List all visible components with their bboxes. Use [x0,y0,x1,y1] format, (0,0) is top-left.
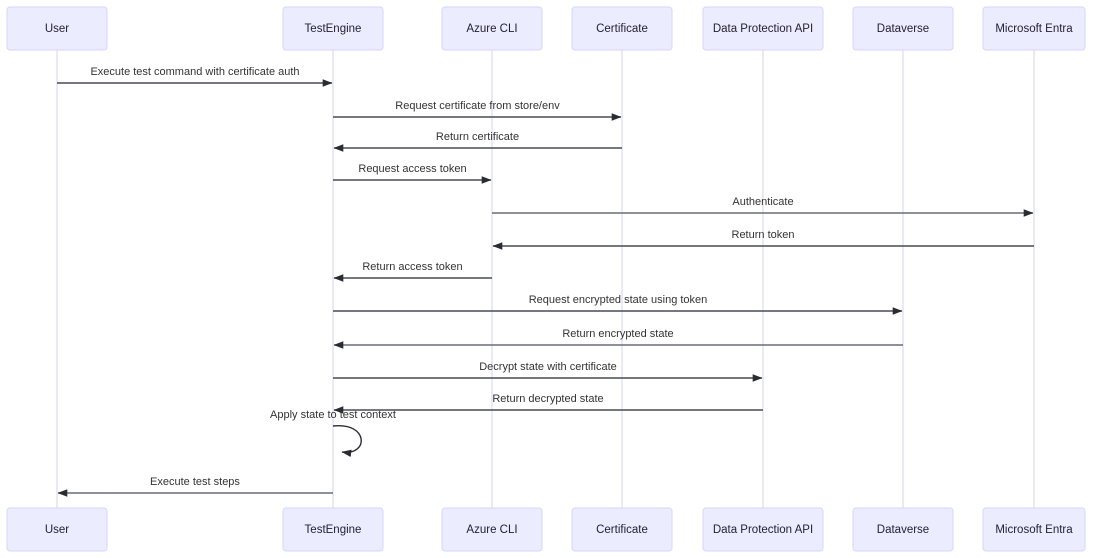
message-6: Return token [492,229,1034,250]
actor-box-testengine-top[interactable] [282,6,384,51]
actor-label-testengine-top: TestEngine [305,23,362,35]
message-3: Return certificate [333,131,622,152]
message-13: Execute test steps [57,476,333,497]
actor-label-entra-bottom: Microsoft Entra [995,524,1073,536]
actors-bottom-group: User TestEngine Azure CLI Certificate Data P… [6,507,1086,552]
actor-label-entra-top: Microsoft Entra [995,23,1073,35]
message-label-6: Return token [732,229,795,241]
message-2: Request certificate from store/env [333,100,622,121]
actor-box-certificate-bottom[interactable] [571,507,673,552]
actor-label-azurecli-top: Azure CLI [466,23,517,35]
actor-label-certificate-bottom: Certificate [596,524,648,536]
actor-label-user-bottom: User [45,524,69,536]
actor-box-dataprotection-bottom[interactable] [702,507,824,552]
message-4: Request access token [333,163,492,184]
actor-label-user-top: User [45,23,69,35]
message-label-13: Execute test steps [150,476,240,488]
message-label-8: Request encrypted state using token [529,294,708,306]
actor-label-azurecli-bottom: Azure CLI [466,524,517,536]
message-label-7: Return access token [362,261,462,273]
lifelines-group [56,50,1035,508]
message-12: Apply state to test context [270,409,396,458]
actor-label-certificate-top: Certificate [596,23,648,35]
actor-box-user-top[interactable] [6,6,108,51]
actor-box-entra-bottom[interactable] [982,507,1086,552]
message-7: Return access token [333,261,492,282]
actor-box-azurecli-bottom[interactable] [441,507,543,552]
message-label-2: Request certificate from store/env [395,100,560,112]
actor-box-dataverse-top[interactable] [852,6,954,51]
message-5: Authenticate [492,196,1034,217]
actor-box-dataverse-bottom[interactable] [852,507,954,552]
message-label-4: Request access token [358,163,466,175]
message-label-5: Authenticate [732,196,793,208]
actor-label-dataprotection-bottom: Data Protection API [713,524,813,536]
message-label-3: Return certificate [436,131,519,143]
message-11: Return decrypted state [333,393,763,414]
message-arrow-12 [332,425,362,458]
message-8: Request encrypted state using token [333,294,903,315]
message-label-9: Return encrypted state [562,328,673,340]
actor-box-certificate-top[interactable] [571,6,673,51]
messages-group: Execute test command with certificate au… [57,66,1034,497]
actor-box-entra-top[interactable] [982,6,1086,51]
actor-label-dataprotection-top: Data Protection API [713,23,813,35]
message-10: Decrypt state with certificate [333,361,763,382]
actor-box-testengine-bottom[interactable] [282,507,384,552]
actors-top-group: User TestEngine Azure CLI Certificate Data P… [6,6,1086,51]
message-label-10: Decrypt state with certificate [479,361,617,373]
message-label-1: Execute test command with certificate au… [90,66,299,78]
actor-box-user-bottom[interactable] [6,507,108,552]
message-label-12: Apply state to test context [270,409,396,421]
message-label-11: Return decrypted state [492,393,603,405]
actor-label-testengine-bottom: TestEngine [305,524,362,536]
actor-box-dataprotection-top[interactable] [702,6,824,51]
actor-label-dataverse-top: Dataverse [877,23,929,35]
message-1: Execute test command with certificate au… [57,66,333,87]
actor-label-dataverse-bottom: Dataverse [877,524,929,536]
message-9: Return encrypted state [333,328,903,349]
actor-box-azurecli-top[interactable] [441,6,543,51]
